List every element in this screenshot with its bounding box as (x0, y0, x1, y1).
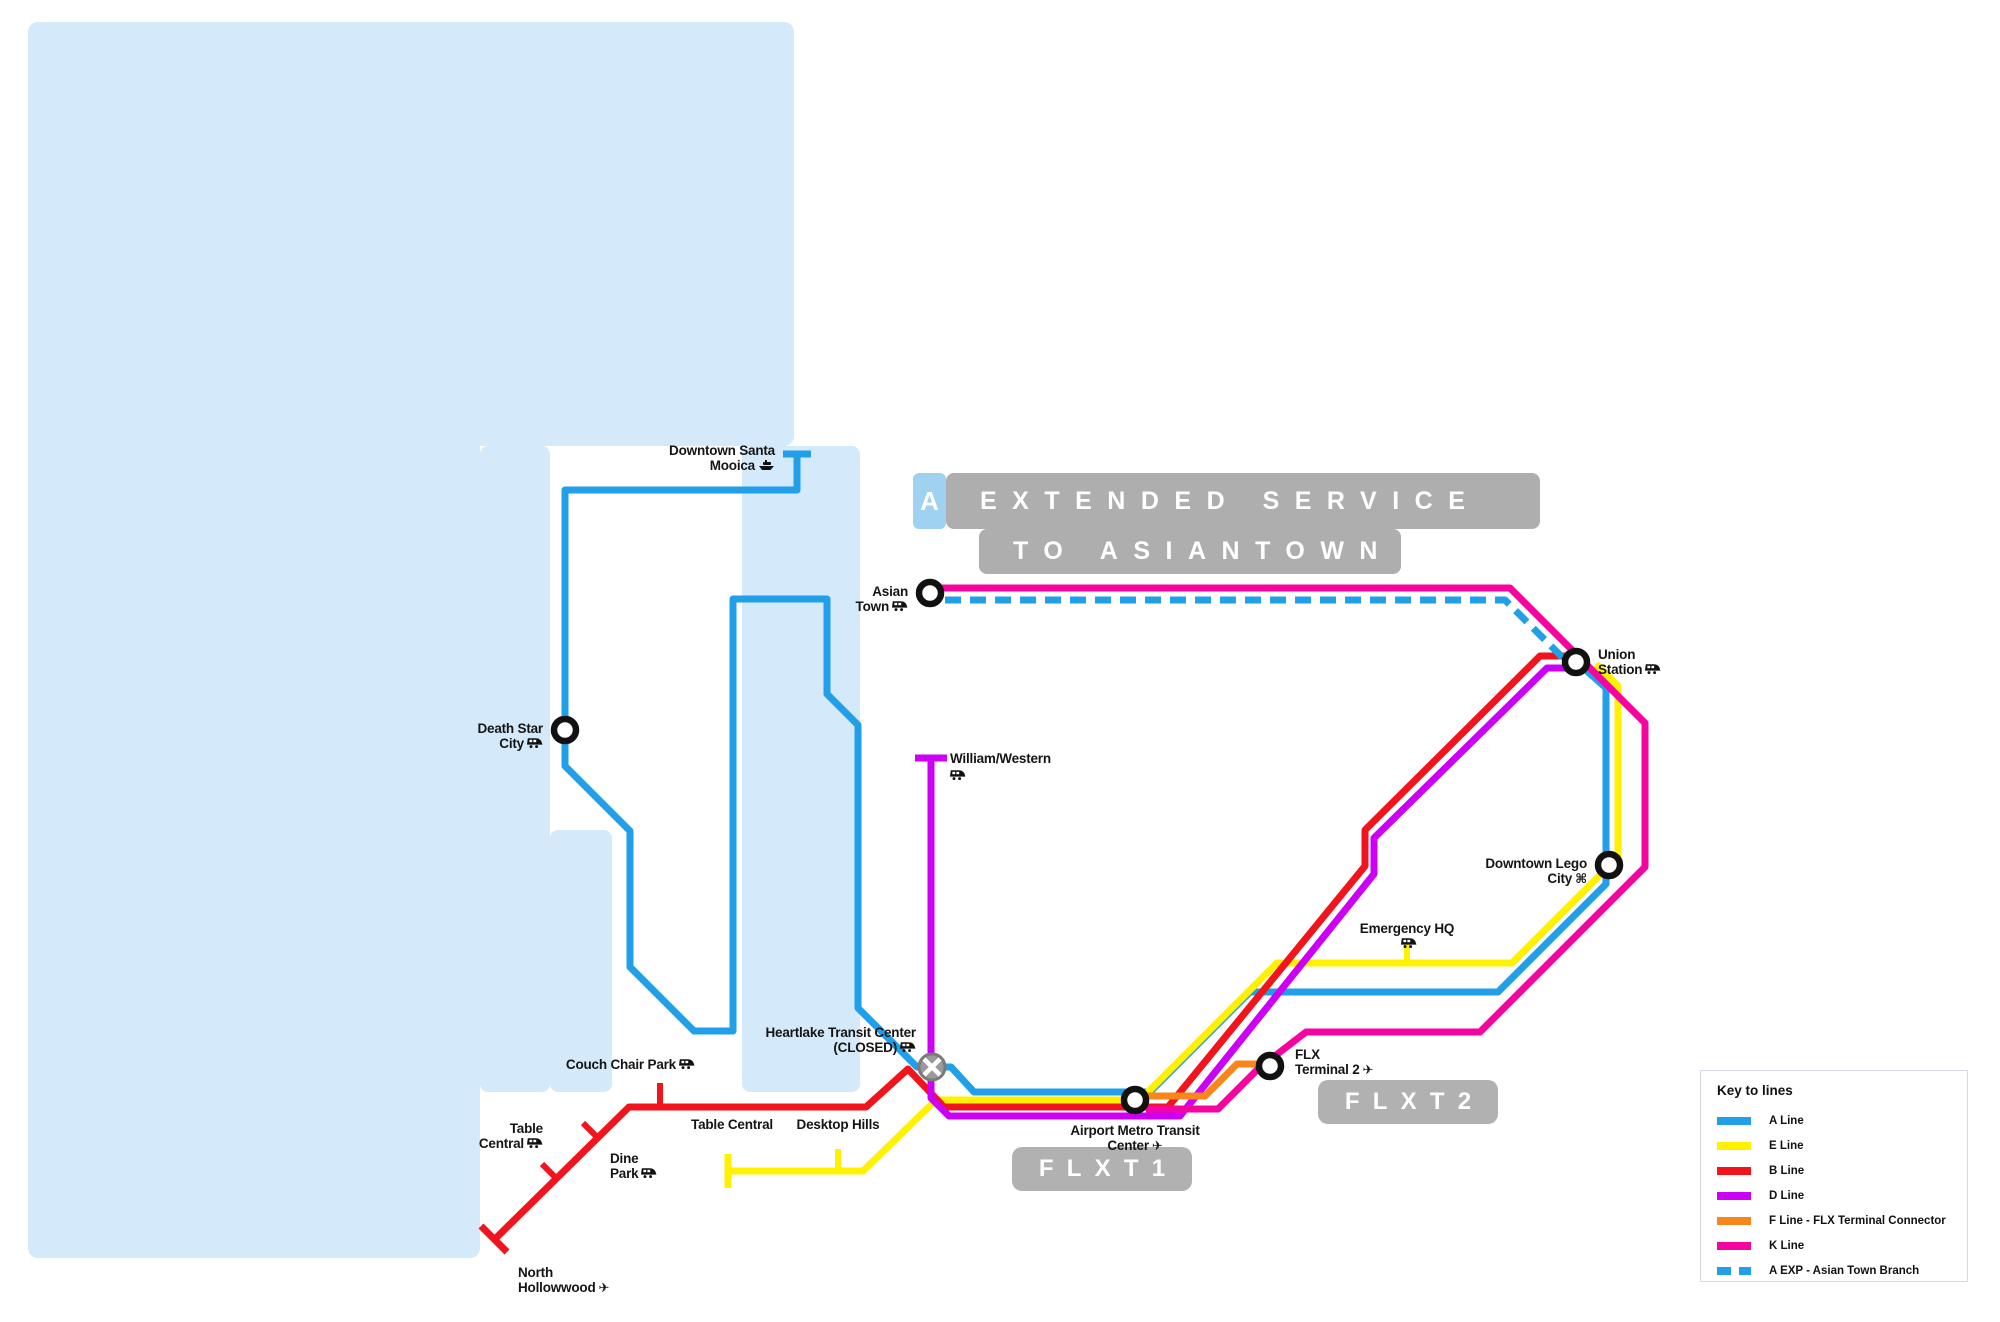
service-banner-text2: TO ASIANTOWN (1013, 537, 1393, 565)
zone-badge-flxt1: FLXT1 (1012, 1147, 1192, 1191)
station-label-downtown-santa-mooica: Downtown Santa Mooica (669, 443, 775, 475)
train-icon (892, 600, 908, 616)
a-line-badge: A (913, 473, 946, 529)
legend-item-a-exp: A EXP - Asian Town Branch (1717, 1258, 1967, 1283)
service-banner-line1: EXTENDED SERVICE (946, 473, 1540, 529)
train-icon (950, 769, 1080, 785)
ferry-icon (758, 459, 775, 475)
train-icon (527, 737, 543, 753)
service-banner-text1: EXTENDED SERVICE (980, 486, 1481, 515)
a-exp-dashed-path (945, 596, 1569, 664)
station-label-north-hollowwood: North Hollowwood✈ (518, 1265, 610, 1296)
e-line-path (728, 661, 1622, 1175)
b-line-swatch (1717, 1166, 1751, 1175)
water-region (742, 446, 860, 1092)
train-icon (641, 1167, 657, 1183)
station-label-death-star-city: Death Star City (477, 721, 543, 753)
station-label-flx-terminal-2: FLX Terminal 2✈ (1295, 1047, 1374, 1078)
station-label-william-western: William/Western (950, 751, 1080, 785)
interchange-command-icon: ⌘ (1575, 871, 1587, 887)
k-line-path (930, 584, 1649, 1113)
zone-badge-flxt2: FLXT2 (1318, 1080, 1498, 1124)
train-icon (900, 1041, 916, 1057)
a-exp-dashed-swatch (1717, 1266, 1751, 1275)
station-label-emergency-hq: Emergency HQ (1357, 921, 1457, 953)
legend-item-d-line: D Line (1717, 1183, 1967, 1208)
b-line-path (492, 652, 1578, 1242)
a-line-badge-label: A (920, 485, 939, 516)
closed-station-icon (917, 1052, 947, 1082)
station-label-asian-town: Asian Town (855, 584, 909, 616)
table-central-b-tick (580, 1120, 601, 1141)
zone-badge-flxt2-label: FLXT2 (1344, 1088, 1485, 1115)
water-regions (28, 22, 860, 1258)
station-markers (550, 578, 1624, 1115)
dine-park-tick (539, 1161, 560, 1182)
station-marker-flx-terminal-2 (1255, 1051, 1285, 1081)
station-label-airport-metro-transit-center: Airport Metro Transit Center✈ (1070, 1123, 1200, 1154)
legend-item-k-line: K Line (1717, 1233, 1967, 1258)
k-line-swatch (1717, 1241, 1751, 1250)
station-label-table-central-b: Table Central (478, 1121, 543, 1153)
e-line-swatch (1717, 1141, 1751, 1150)
d-line-swatch (1717, 1191, 1751, 1200)
station-label-desktop-hills: Desktop Hills (796, 1117, 880, 1132)
f-line-path (1146, 1060, 1264, 1100)
legend-item-e-line: E Line (1717, 1133, 1967, 1158)
service-banner-line2: TO ASIANTOWN (979, 529, 1401, 574)
legend-title: Key to lines (1717, 1083, 1793, 1098)
train-icon (527, 1137, 543, 1153)
train-icon (1400, 937, 1417, 953)
legend-item-a-line: A Line (1717, 1108, 1967, 1133)
d-line-path (927, 664, 1578, 1120)
legend-panel: Key to lines A Line E Line B Line D Line… (1700, 1070, 1968, 1282)
a-line-swatch (1717, 1116, 1751, 1125)
station-marker-union-station (1561, 647, 1591, 677)
water-region (550, 830, 612, 1092)
airport-icon: ✈ (1362, 1062, 1374, 1078)
station-label-union-station: Union Station (1598, 647, 1668, 679)
station-label-table-central-e: Table Central (691, 1117, 773, 1132)
station-label-heartlake-transit-center: Heartlake Transit Center (CLOSED) (765, 1025, 916, 1057)
train-icon (1645, 663, 1661, 679)
transit-lines (478, 450, 1649, 1255)
station-label-downtown-lego-city: Downtown Lego City⌘ (1485, 856, 1587, 887)
airport-icon: ✈ (598, 1280, 610, 1296)
b-line-terminus-cap (478, 1223, 510, 1255)
legend-item-b-line: B Line (1717, 1158, 1967, 1183)
water-region (28, 22, 480, 1258)
legend-item-f-line: F Line - FLX Terminal Connector (1717, 1208, 1967, 1233)
station-marker-asian-town (915, 578, 945, 608)
water-region (480, 446, 550, 1092)
train-icon (679, 1058, 695, 1074)
a-line-path (561, 454, 1610, 1096)
station-marker-airport-metro (1120, 1085, 1150, 1115)
station-marker-death-star-city (550, 715, 580, 745)
zone-badge-flxt1-label: FLXT1 (1038, 1155, 1179, 1182)
station-label-dine-park: Dine Park (610, 1151, 670, 1183)
f-line-swatch (1717, 1216, 1751, 1225)
airport-icon: ✈ (1151, 1138, 1163, 1154)
station-label-couch-chair-park: Couch Chair Park (560, 1057, 695, 1074)
station-marker-downtown-lego-city (1594, 850, 1624, 880)
